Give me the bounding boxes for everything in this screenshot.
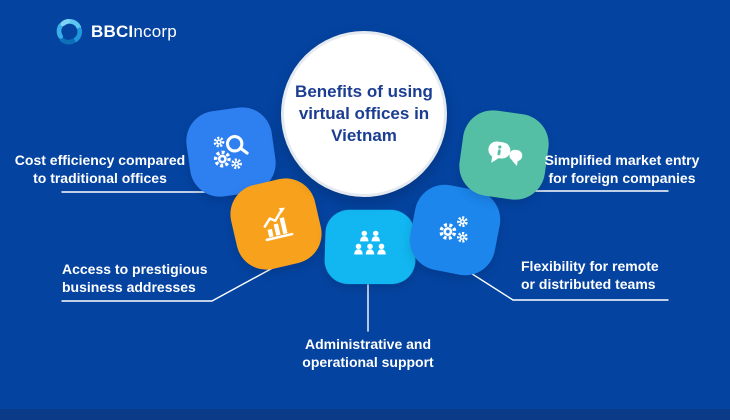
page-title-line-1: Benefits of using — [295, 81, 433, 101]
footer-band — [0, 409, 730, 420]
page-title-line-3: Vietnam — [331, 126, 397, 146]
benefit-label-line: Simplified market entry — [544, 152, 700, 168]
benefit-tile-admin-support — [323, 209, 417, 285]
search-gears-icon — [213, 135, 249, 170]
swirl-logo-icon — [56, 18, 83, 45]
benefit-label-line: business addresses — [62, 279, 196, 295]
page-title-line-2: virtual offices in — [298, 103, 430, 123]
benefit-label-line: to traditional offices — [33, 170, 167, 186]
benefit-tile-market-entry — [455, 106, 553, 204]
brand-text: BBCIncorp — [91, 22, 177, 42]
center-title-circle: Benefits of using virtual offices in Vie… — [281, 31, 447, 197]
benefit-label-line: Cost efficiency compared — [14, 152, 186, 168]
benefit-label-line: or distributed teams — [521, 276, 656, 292]
benefit-tile-remote-flexibility — [404, 179, 506, 281]
brand-text-light: ncorp — [133, 21, 177, 41]
benefit-label-market-entry: Simplified market entry for foreign comp… — [528, 151, 716, 187]
benefit-label-line: Flexibility for remote — [521, 258, 659, 274]
brand-text-bold: BBCI — [91, 21, 134, 41]
benefit-label-admin-support: Administrative and operational support — [285, 335, 451, 371]
bar-chart-growth-icon — [263, 207, 294, 242]
gears-icon — [439, 216, 468, 243]
brand-logo: BBCIncorp — [56, 18, 177, 45]
benefit-tile-cost-efficiency — [182, 103, 280, 201]
benefit-label-line: operational support — [302, 354, 434, 370]
benefit-tile-prestigious-addresses — [224, 172, 328, 276]
page-title: Benefits of using virtual offices in Vie… — [295, 81, 433, 147]
benefit-label-cost-efficiency: Cost efficiency compared to traditional … — [0, 151, 200, 187]
benefit-label-remote-flexibility: Flexibility for remote or distributed te… — [521, 257, 671, 293]
benefit-label-line: Access to prestigious — [62, 261, 208, 277]
chat-info-icon — [488, 141, 523, 167]
benefit-label-prestigious-addresses: Access to prestigious business addresses — [62, 260, 232, 296]
team-people-icon — [354, 230, 386, 255]
benefit-label-line: Administrative and — [304, 336, 432, 352]
benefit-label-line: for foreign companies — [548, 170, 696, 186]
